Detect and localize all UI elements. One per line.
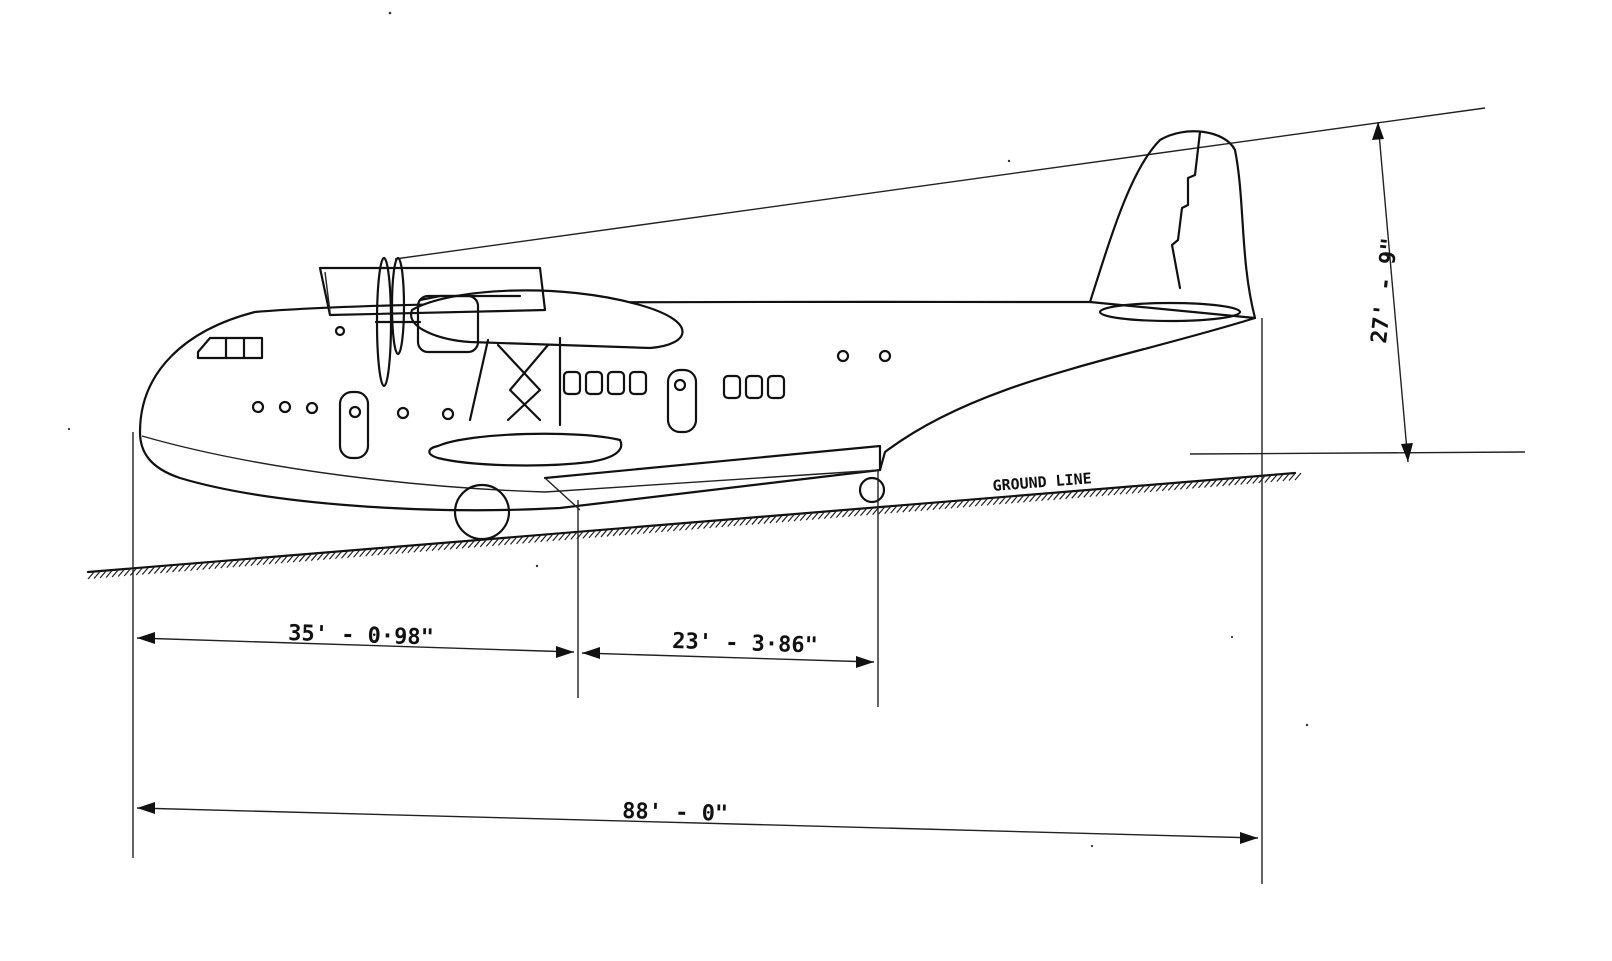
extension-lines [132, 318, 1263, 884]
dimension-overall-length: 88' - 0" [136, 799, 1259, 844]
dimension-nose-to-step: 35' - 0·98" [136, 621, 575, 658]
dimension-label-step-to-rear-step: 23' - 3·86" [672, 629, 818, 659]
ground-line-lower [86, 471, 1302, 580]
tail-fin [1088, 130, 1257, 323]
dimension-overall-height: 27' - 9" [1367, 121, 1413, 463]
portholes [251, 325, 892, 421]
ground-hatching-lower [87, 472, 1302, 580]
dimension-label-overall-length: 88' - 0" [622, 799, 729, 827]
beaching-wheel-front [453, 483, 511, 541]
paper-specks [67, 11, 1309, 848]
hull [138, 300, 1257, 512]
hull-doors [338, 368, 698, 460]
top-reference-line [394, 107, 1486, 260]
cockpit-windows [196, 336, 264, 360]
beaching-wheel-rear [858, 476, 886, 504]
cabin-windows [562, 370, 786, 400]
wing-and-engine-nacelle [318, 256, 684, 467]
dimension-label-nose-to-step: 35' - 0·98" [288, 621, 434, 651]
dimension-label-overall-height: 27' - 9" [1367, 237, 1403, 345]
upper-reference-line [1189, 451, 1526, 455]
dimension-step-to-rear-step: 23' - 3·86" [581, 629, 875, 668]
